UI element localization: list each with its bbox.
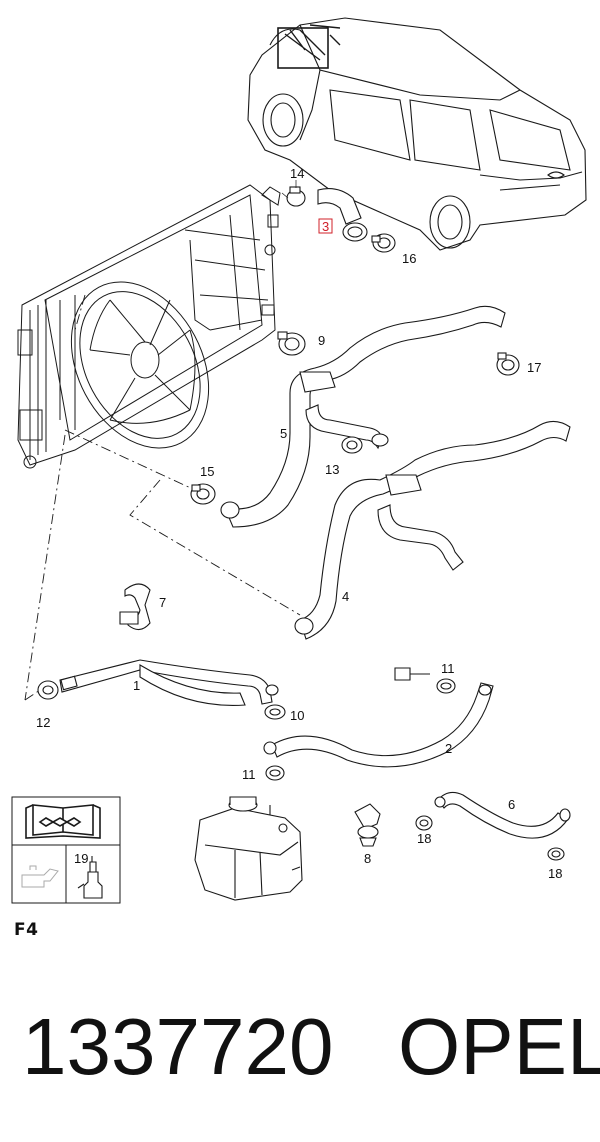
hose-5 bbox=[220, 305, 506, 528]
callout-3: 3 bbox=[322, 219, 329, 234]
callout-4: 4 bbox=[342, 589, 349, 604]
callout-14: 14 bbox=[290, 166, 304, 181]
callout-3-highlight-box bbox=[318, 218, 333, 234]
radiator-fan-assembly bbox=[17, 184, 281, 469]
callout-18b: 18 bbox=[548, 866, 562, 881]
callout-11b: 11 bbox=[242, 767, 256, 782]
hose-clamps bbox=[37, 186, 565, 861]
callout-18a: 18 bbox=[417, 831, 431, 846]
callout-7: 7 bbox=[159, 595, 166, 610]
leader-lines bbox=[281, 180, 297, 199]
callout-16: 16 bbox=[402, 251, 416, 266]
callout-10: 10 bbox=[290, 708, 304, 723]
callout-5: 5 bbox=[280, 426, 287, 441]
section-code: F4 bbox=[14, 920, 39, 940]
callout-2: 2 bbox=[445, 741, 452, 756]
hose-1 bbox=[59, 659, 279, 706]
callout-6: 6 bbox=[508, 797, 515, 812]
clamp-11a bbox=[436, 678, 456, 694]
clamp-10 bbox=[264, 704, 286, 720]
repair-manual-icon bbox=[25, 804, 101, 839]
callout-19: 19 bbox=[74, 851, 88, 866]
bracket-7 bbox=[119, 583, 151, 631]
callout-13: 13 bbox=[325, 462, 339, 477]
hose-6 bbox=[434, 791, 571, 839]
clamp-18a bbox=[415, 815, 433, 831]
callout-9: 9 bbox=[318, 333, 325, 348]
callout-15: 15 bbox=[200, 464, 214, 479]
hose-2 bbox=[263, 667, 494, 768]
clamp-16 bbox=[371, 233, 396, 253]
hose-3 bbox=[317, 188, 368, 242]
callout-17: 17 bbox=[527, 360, 541, 375]
hose-4 bbox=[294, 420, 571, 640]
sealant-bottle-icon bbox=[77, 856, 103, 899]
callout-1: 1 bbox=[133, 678, 140, 693]
clamp-15 bbox=[190, 483, 216, 505]
guide-lines bbox=[24, 294, 301, 701]
car-illustration bbox=[247, 17, 587, 251]
brand-name: OPEL bbox=[398, 1002, 600, 1091]
clamp-18b bbox=[547, 847, 565, 861]
valve-8 bbox=[354, 803, 381, 847]
clamp-17 bbox=[496, 352, 520, 376]
callout-8: 8 bbox=[364, 851, 371, 866]
clamp-11b bbox=[265, 765, 285, 781]
part-number: 1337720 bbox=[22, 1002, 334, 1091]
oil-can-icon bbox=[21, 865, 59, 888]
callout-12: 12 bbox=[36, 715, 50, 730]
clamp-9 bbox=[277, 331, 306, 356]
info-box bbox=[11, 796, 121, 904]
clamp-14 bbox=[286, 186, 306, 207]
expansion-tank bbox=[194, 796, 303, 901]
clamp-12 bbox=[37, 680, 59, 700]
callout-numbers: 14 3 16 9 17 5 13 15 4 7 11 1 10 12 2 11… bbox=[36, 166, 562, 881]
callout-11a: 11 bbox=[441, 661, 455, 676]
clamp-13 bbox=[341, 436, 363, 454]
